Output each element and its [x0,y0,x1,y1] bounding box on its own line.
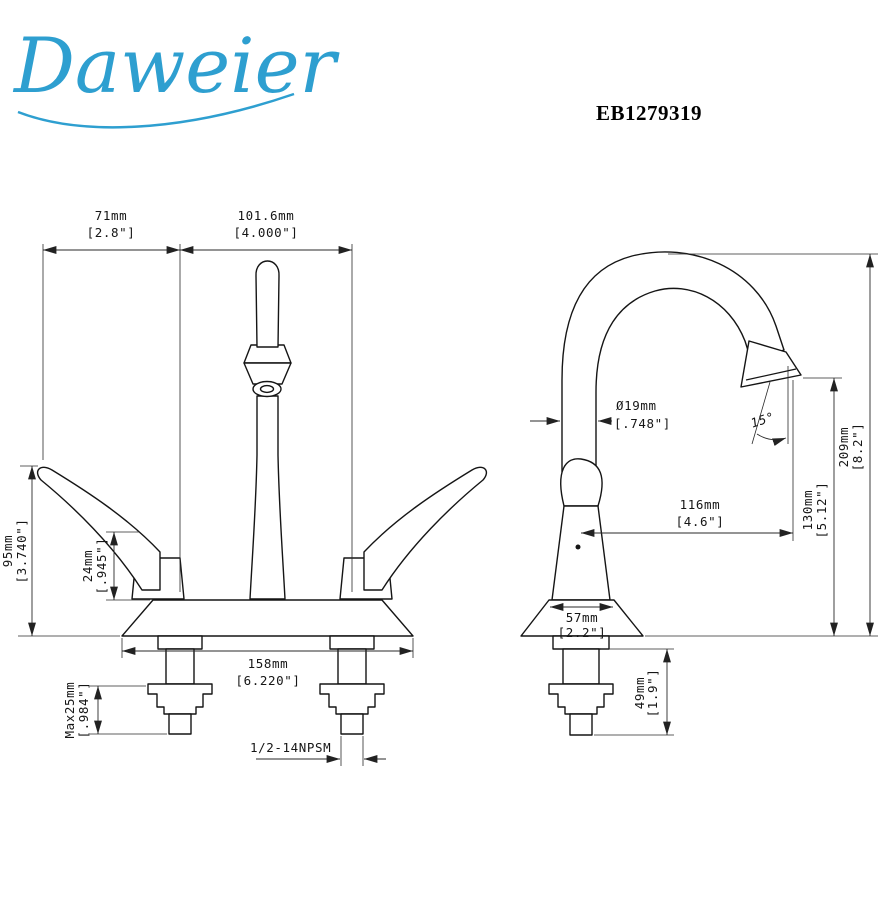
front-base-escutcheon [121,599,414,637]
brand-logo-flourish [17,92,295,129]
dim-label: [4.000"] [233,225,298,240]
angle-arc [756,433,787,447]
dim-label: 101.6mm [238,208,295,223]
thread-label: 1/2-14NPSM [250,740,331,755]
side-view [520,251,802,736]
side-shank [548,635,614,736]
side-handle [560,458,603,507]
dim-label: [.984"] [76,682,91,739]
angle-label: 15° [749,409,777,431]
front-right-handle-group [339,466,488,600]
side-body [551,505,611,601]
mounting-nut [319,683,385,715]
side-gooseneck-spout [561,251,785,473]
angle-reference-line [751,381,771,445]
side-body-set-screw [575,544,581,550]
dim-label: 130mm [800,490,815,531]
dim-label: 57mm [566,610,599,625]
dim-label: [2.8"] [87,225,136,240]
dim-label: [4.6"] [676,514,725,529]
dim-label: 158mm [248,656,289,671]
front-spray-head-lower [243,362,292,385]
front-right-handle [363,466,488,591]
dim-label: 209mm [836,427,851,468]
front-spout-neck [255,260,280,348]
dim-label: 71mm [95,208,128,223]
model-number: EB1279319 [596,101,702,125]
dim-label: [.748"] [614,416,671,431]
front-view [36,260,488,735]
side-nozzle [740,340,802,388]
side-dimensions: Ø19mm [.748"] 15° 116mm [4.6"] 130mm [5.… [530,253,878,736]
brand-logo: Daweier [12,21,341,110]
mounting-nut [147,683,213,715]
front-dimensions: 71mm [2.8"] 101.6mm [4.000"] 95mm [3.740… [0,208,414,766]
dim-label: [3.740"] [14,518,29,583]
dim-label: Ø19mm [616,398,657,413]
dim-label: [5.12"] [814,482,829,539]
dim-label: 49mm [632,677,647,710]
dim-label: Max25mm [62,682,77,739]
front-spray-head-upper [243,344,292,364]
dim-label: 95mm [0,535,15,568]
mounting-nut [548,683,614,715]
dim-label: [.945"] [94,538,109,595]
dim-label: [6.220"] [235,673,300,688]
dim-label: [8.2"] [850,423,865,472]
front-left-shank [147,635,213,735]
front-aerator-inner [259,384,275,394]
header: Daweier EB1279319 [12,21,702,129]
dim-label: [1.9"] [645,669,660,718]
dim-label: 24mm [80,550,95,583]
front-spout-column [249,395,286,600]
dim-label: 116mm [680,497,721,512]
dim-label: [2.2"] [558,625,607,640]
